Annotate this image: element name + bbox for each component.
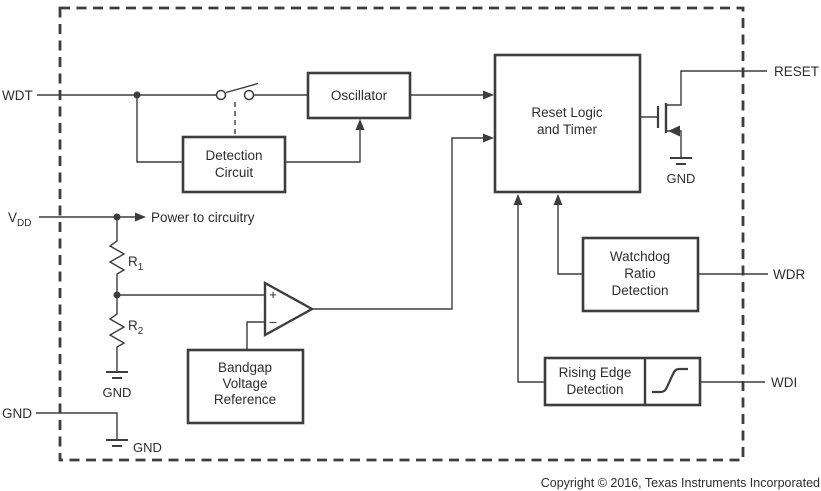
chip-boundary-dashed-border xyxy=(58,6,745,462)
bandgap-label-3: Reference xyxy=(214,392,276,407)
wires xyxy=(36,70,768,440)
watchdog-ratio-label-3: Detection xyxy=(611,283,668,298)
bandgap-to-comparator-wire xyxy=(246,321,265,350)
resistor-r2 xyxy=(108,295,126,372)
watchdogratio-to-resetlogic-wire xyxy=(557,205,583,275)
oscillator-arrowhead xyxy=(483,90,494,100)
gnd-symbol-below-r2 xyxy=(106,371,128,379)
watchdog-ratio-block xyxy=(581,236,700,313)
detection-circuit-label-2: Circuit xyxy=(215,165,254,180)
vdd-junction-dot xyxy=(113,213,121,221)
comparator-arrowhead xyxy=(483,133,494,143)
vdd-pin-label: VDD xyxy=(8,210,31,229)
bandgap-label-2: Voltage xyxy=(222,376,267,391)
watchdog-ratio-label-1: Watchdog xyxy=(610,249,670,264)
rising-edge-label-1: Rising Edge xyxy=(559,365,632,380)
detection-circuit-block xyxy=(181,135,287,194)
gnd-input-wire xyxy=(36,412,118,440)
watchdog-ratio-label-2: Ratio xyxy=(624,266,656,281)
risingedge-arrowhead xyxy=(513,194,523,205)
gnd-symbol-mosfet xyxy=(670,157,692,165)
risingedge-to-resetlogic-wire xyxy=(517,205,545,383)
comparator-to-resetlogic-wire xyxy=(312,137,484,310)
wdt-switch xyxy=(215,82,259,135)
comparator-plus-label: + xyxy=(269,287,277,302)
oscillator-label: Oscillator xyxy=(331,88,388,103)
resistor-r1 xyxy=(108,217,126,295)
watchdogratio-arrowhead xyxy=(553,194,563,205)
gnd-mosfet-label: GND xyxy=(667,171,696,186)
bandgap-label-1: Bandgap xyxy=(218,360,272,375)
oscillator-block xyxy=(306,71,412,120)
mosfet-source-arrow xyxy=(668,125,680,137)
switch-contact-left xyxy=(215,89,227,101)
switch-blade xyxy=(225,82,259,94)
detection-arrowhead xyxy=(355,119,365,130)
detection-to-oscillator-wire xyxy=(285,129,361,163)
comparator-minus-label: − xyxy=(269,314,277,330)
rising-edge-outline xyxy=(543,356,702,407)
reset-logic-label-1: Reset Logic xyxy=(531,105,603,120)
comparator-triangle xyxy=(263,280,315,338)
output-mosfet xyxy=(656,103,680,137)
wdt-to-detection-wire xyxy=(136,95,183,163)
gnd-pin-label: GND xyxy=(2,406,32,421)
rising-edge-label-2: Detection xyxy=(566,382,623,397)
reset-logic-block xyxy=(493,53,642,194)
gnd-below-r2-label: GND xyxy=(103,385,132,400)
wdi-pin-label: WDI xyxy=(771,375,797,390)
mosfet-drain-reset-wire xyxy=(666,70,767,106)
r2-label: R2 xyxy=(128,318,144,337)
divider-tap-junction-dot xyxy=(113,291,121,299)
reset-pin-label: RESET xyxy=(774,64,819,79)
wdt-pin-label: WDT xyxy=(2,88,33,103)
power-arrowhead xyxy=(135,212,146,222)
gnd-symbol-bottom xyxy=(106,439,128,447)
power-to-circuitry-label: Power to circuitry xyxy=(151,210,255,225)
comparator: + − xyxy=(263,280,315,338)
slew-rate-icon xyxy=(652,367,688,394)
wdr-pin-label: WDR xyxy=(773,267,805,282)
switch-contact-right xyxy=(243,89,255,101)
gnd-bottom-label: GND xyxy=(133,440,162,455)
rising-edge-block xyxy=(543,356,702,407)
wdt-junction-dot xyxy=(133,91,141,99)
reset-logic-label-2: and Timer xyxy=(537,122,598,137)
r1-label: R1 xyxy=(128,254,144,273)
detection-circuit-label-1: Detection xyxy=(205,148,262,163)
bandgap-block xyxy=(186,348,305,425)
copyright-text: Copyright © 2016, Texas Instruments Inco… xyxy=(541,476,820,490)
